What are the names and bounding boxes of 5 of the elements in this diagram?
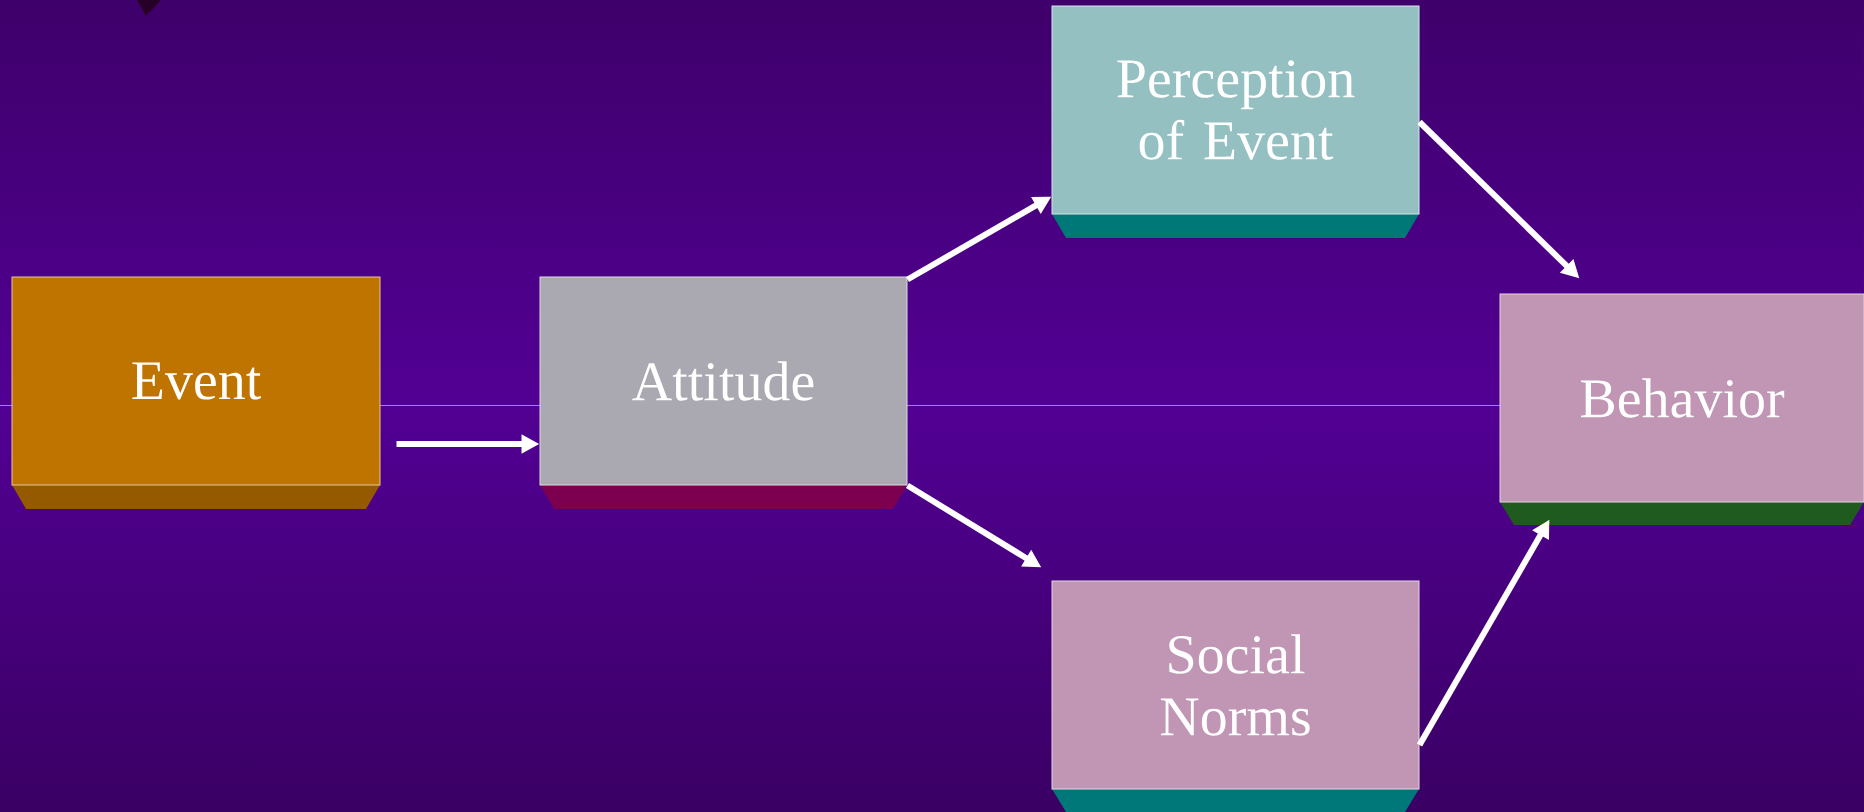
process-box: Perception of Event — [1051, 5, 1420, 238]
process-box: Attitude — [539, 276, 908, 509]
process-box: Social Norms — [1051, 580, 1420, 812]
process-box: Behavior — [1499, 293, 1864, 525]
process-box: Event — [11, 276, 381, 509]
